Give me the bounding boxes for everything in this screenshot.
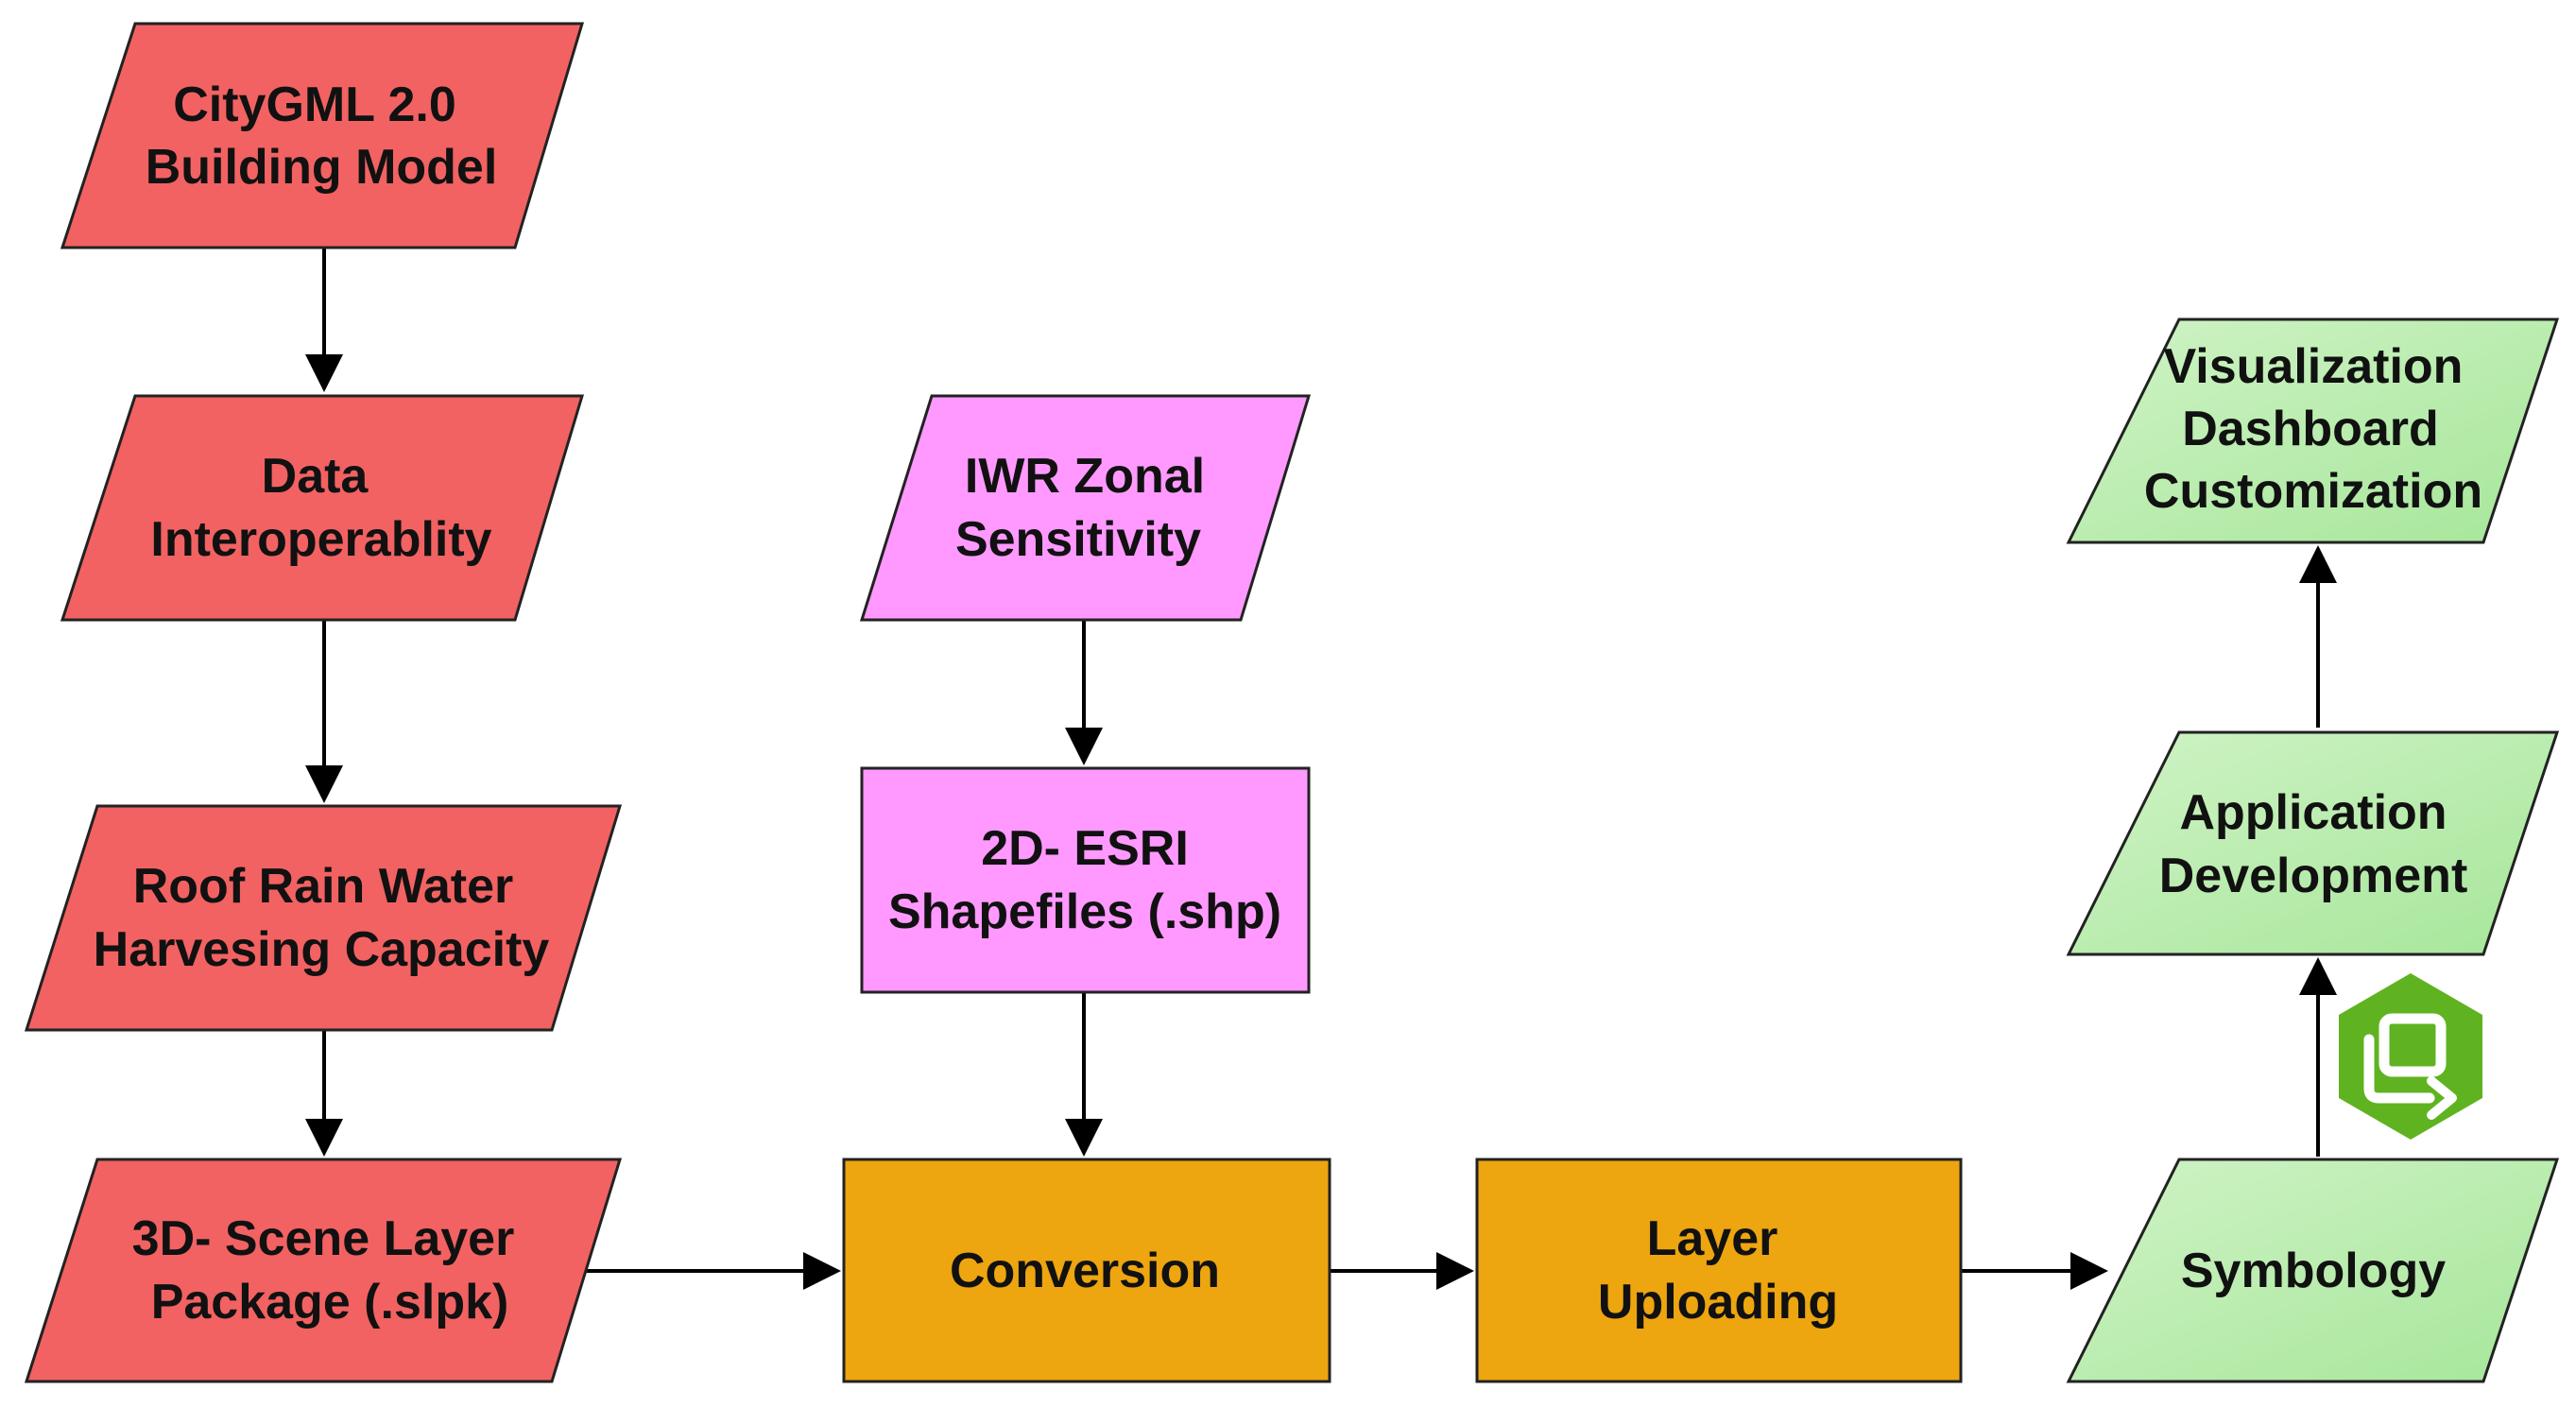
citygml-label-line1: CityGML 2.0	[173, 77, 456, 132]
conversion-label: Conversion	[950, 1244, 1220, 1298]
node-scene: 3D- Scene Layer Package (.slpk)	[24, 1158, 623, 1383]
node-viz: Visualization Dashboard Customization	[2066, 317, 2560, 544]
esri-label-line1: 2D- ESRI	[981, 821, 1189, 876]
node-conversion: Conversion	[842, 1158, 1331, 1383]
upload-shape	[1475, 1158, 1963, 1383]
viz-label-line3: Customization	[2144, 464, 2482, 519]
node-roof: Roof Rain Water Harvesing Capacity	[24, 804, 623, 1032]
node-citygml: CityGML 2.0 Building Model	[60, 22, 585, 249]
node-iwr: IWR Zonal Sensitivity	[859, 394, 1312, 622]
node-interop: Data Interoperablity	[60, 394, 585, 622]
viz-label-line2: Dashboard	[2182, 402, 2439, 456]
node-appdev: Application Development	[2066, 730, 2560, 956]
esri-label-line2: Shapefiles (.shp)	[888, 884, 1281, 939]
roof-label-line1: Roof Rain Water	[133, 859, 514, 914]
node-symbology: Symbology	[2066, 1158, 2560, 1383]
citygml-label-line2: Building Model	[146, 140, 498, 195]
symbology-label: Symbology	[2181, 1244, 2446, 1298]
interop-label-line1: Data	[262, 449, 369, 504]
interop-shape	[60, 394, 585, 622]
appdev-shape	[2066, 730, 2560, 956]
viz-label-line1: Visualization	[2164, 339, 2464, 394]
iwr-label-line1: IWR Zonal	[965, 449, 1205, 504]
node-upload: Layer Uploading	[1475, 1158, 1963, 1383]
viz-shape	[2066, 317, 2560, 544]
interop-label-line2: Interoperablity	[150, 512, 491, 567]
scene-shape	[24, 1158, 623, 1383]
iwr-label-line2: Sensitivity	[955, 512, 1201, 567]
esri-shape	[860, 766, 1311, 994]
roof-label-line2: Harvesing Capacity	[94, 922, 550, 977]
scene-label-line2: Package (.slpk)	[151, 1275, 509, 1330]
appdev-label-line1: Application	[2179, 785, 2447, 840]
conversion-shape	[842, 1158, 1331, 1383]
edges	[305, 248, 2337, 1290]
roof-shape	[24, 804, 623, 1032]
appdev-label-line2: Development	[2159, 849, 2468, 903]
iwr-shape	[859, 394, 1312, 622]
upload-label-line1: Layer	[1647, 1211, 1778, 1266]
arcgis-experience-builder-icon	[2339, 973, 2482, 1140]
citygml-shape	[60, 22, 585, 249]
scene-label-line1: 3D- Scene Layer	[132, 1211, 515, 1266]
upload-label-line2: Uploading	[1598, 1275, 1838, 1330]
node-esri: 2D- ESRI Shapefiles (.shp)	[860, 766, 1311, 994]
symbology-shape	[2066, 1158, 2560, 1383]
